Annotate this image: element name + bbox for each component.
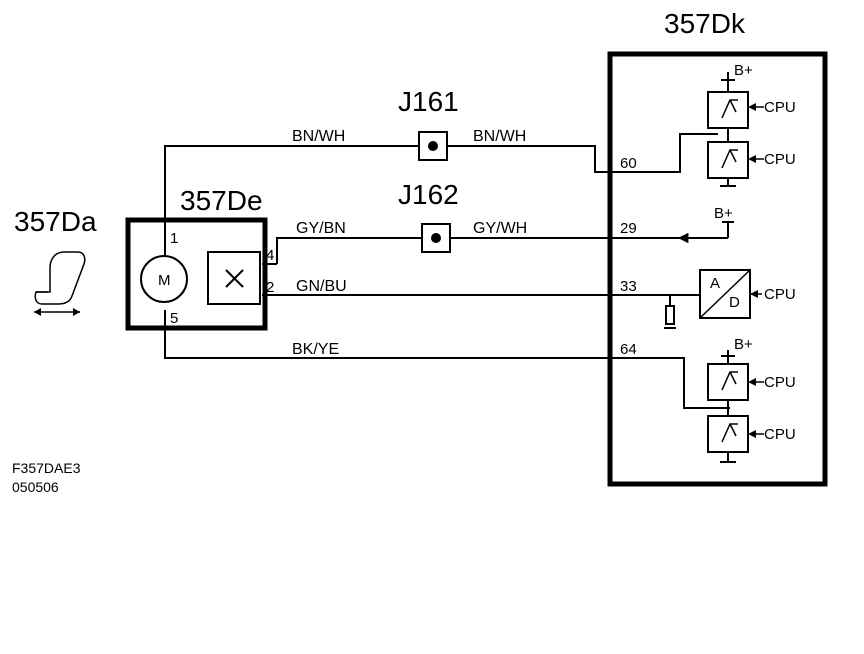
- connector-j162-label: J162: [398, 179, 459, 210]
- module-pin-60: 60: [620, 155, 637, 172]
- module-box: [607, 51, 828, 487]
- motor-unit-label: 357De: [180, 185, 263, 216]
- drawing-id: F357DAE3: [12, 460, 81, 476]
- motor-pin-1: 1: [170, 230, 178, 247]
- motor-symbol-label: M: [158, 272, 171, 289]
- module-pin-64: 64: [620, 341, 637, 358]
- cpu-label-upper-2: CPU: [764, 151, 796, 168]
- wire-label-gy-wh: GY/WH: [473, 220, 527, 237]
- supply-label-lower: B+: [734, 336, 753, 353]
- wire-label-bn-wh-left: BN/WH: [292, 128, 345, 145]
- switch-pair-lower: [707, 350, 764, 463]
- wire-bk-ye: [164, 310, 730, 409]
- module-pin-33: 33: [620, 278, 637, 295]
- module-label: 357Dk: [664, 8, 746, 39]
- supply-label-29: B+: [714, 205, 733, 222]
- cpu-label-upper-1: CPU: [764, 99, 796, 116]
- position-sensor-box: [207, 251, 261, 305]
- seat-label: 357Da: [14, 206, 97, 237]
- date-code: 050506: [12, 479, 59, 495]
- wire-gn-bu: [262, 294, 700, 329]
- seat-icon: [34, 251, 86, 316]
- switch-pair-upper: [707, 72, 764, 187]
- connector-j161: [418, 131, 448, 161]
- wire-bn-wh: [164, 131, 718, 256]
- module-pin-29: 29: [620, 220, 637, 237]
- cpu-label-adc: CPU: [764, 286, 796, 303]
- adc-a-label: A: [710, 275, 720, 292]
- motor-pin-2: 2: [266, 279, 274, 296]
- cpu-label-lower-1: CPU: [764, 374, 796, 391]
- wire-label-gn-bu: GN/BU: [296, 278, 347, 295]
- connector-j162: [421, 223, 451, 253]
- connector-j161-label: J161: [398, 86, 459, 117]
- wire-gy: [262, 221, 734, 265]
- motor-pin-4: 4: [266, 247, 274, 264]
- adc-d-label: D: [729, 294, 740, 311]
- cpu-label-lower-2: CPU: [764, 426, 796, 443]
- supply-label-upper: B+: [734, 62, 753, 79]
- wire-label-gy-bn: GY/BN: [296, 220, 346, 237]
- motor-pin-5: 5: [170, 310, 178, 327]
- wire-label-bn-wh-right: BN/WH: [473, 128, 526, 145]
- motor-unit-box: [125, 217, 268, 331]
- wire-label-bk-ye: BK/YE: [292, 341, 339, 358]
- adc-converter: [699, 269, 762, 319]
